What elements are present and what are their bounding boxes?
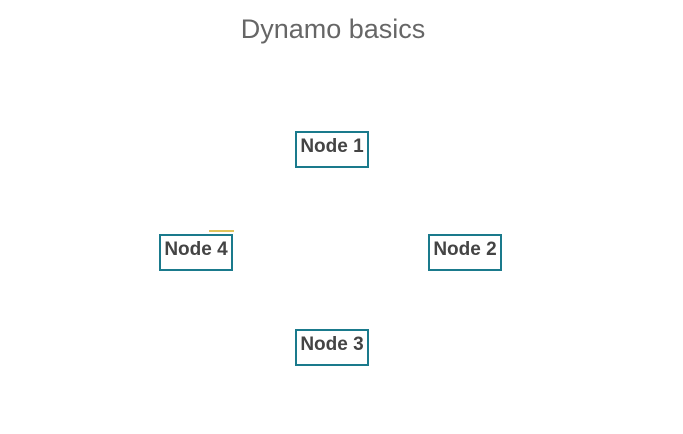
diagram-title: Dynamo basics xyxy=(240,14,426,44)
node-3-label: Node 3 xyxy=(300,334,364,355)
node-1-label: Node 1 xyxy=(300,136,364,157)
accent-mark xyxy=(209,230,234,232)
node-3[interactable]: Node 3 xyxy=(295,329,369,366)
node-4[interactable]: Node 4 xyxy=(159,234,233,271)
node-2-label: Node 2 xyxy=(433,239,497,260)
node-4-label: Node 4 xyxy=(164,239,228,260)
node-2[interactable]: Node 2 xyxy=(428,234,502,271)
node-1[interactable]: Node 1 xyxy=(295,131,369,168)
